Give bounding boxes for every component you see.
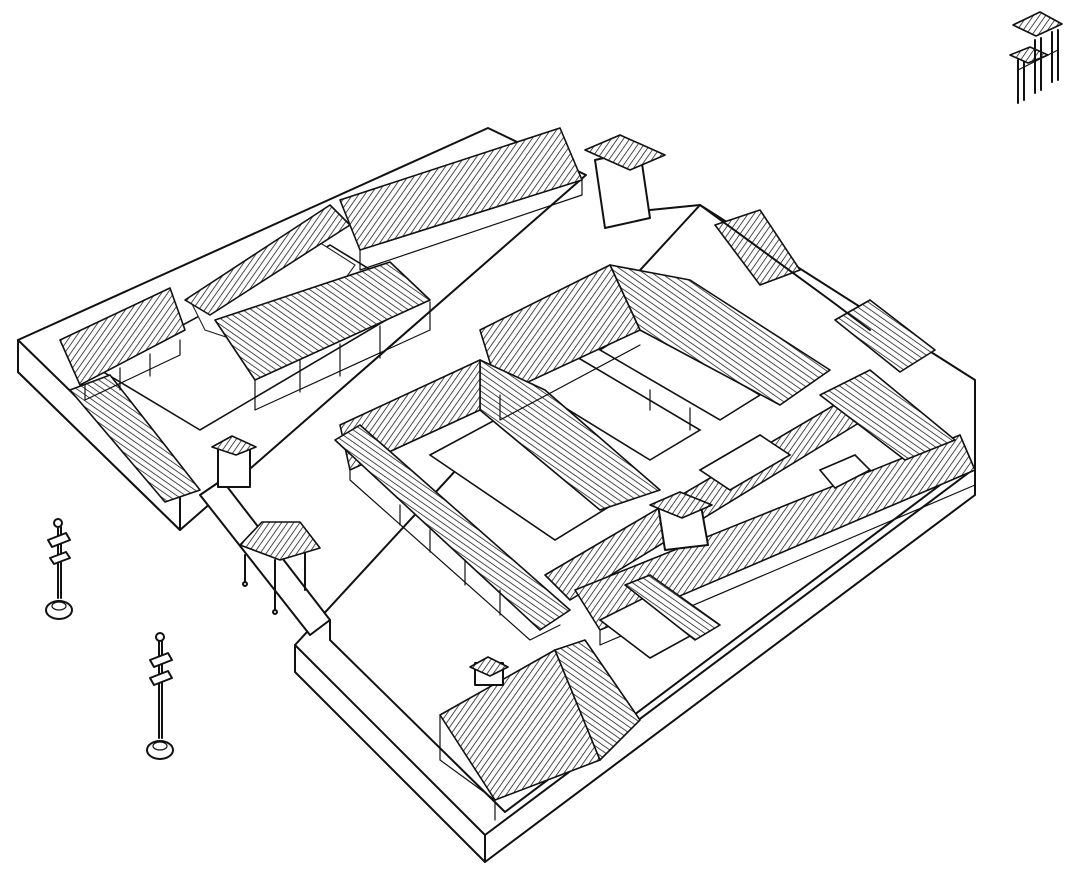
gate-tower bbox=[649, 491, 713, 551]
rear-courtyards bbox=[584, 134, 936, 373]
flagpole-left bbox=[45, 518, 73, 620]
entrance-pavilion bbox=[239, 521, 321, 615]
front-courtyards bbox=[439, 574, 721, 821]
garden-courtyard bbox=[59, 127, 583, 503]
main-courtyard-complex bbox=[334, 264, 976, 646]
flagpole-lower bbox=[146, 632, 174, 760]
memorial-archway bbox=[1009, 11, 1063, 104]
